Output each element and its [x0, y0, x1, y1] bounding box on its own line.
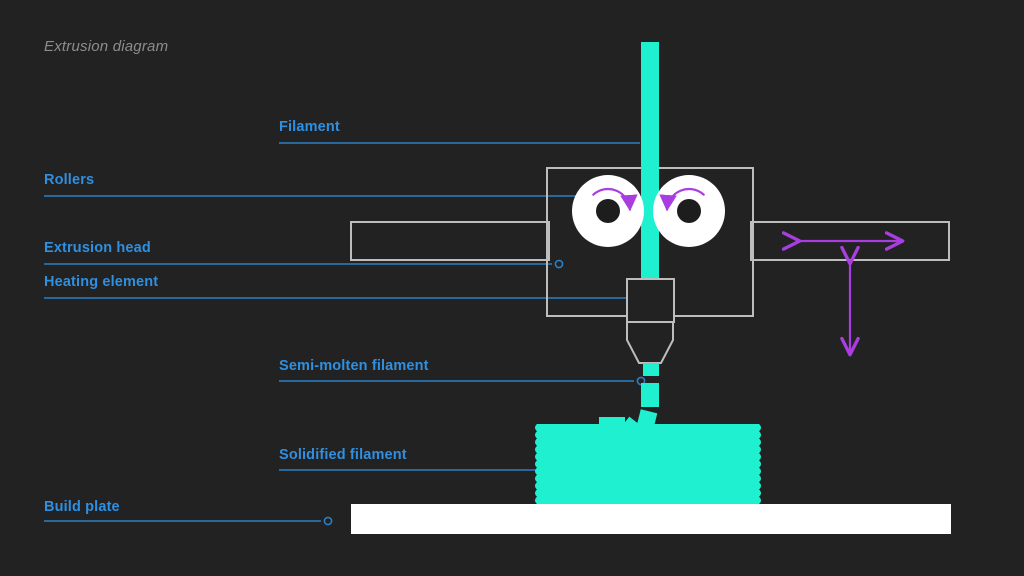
page-title: Extrusion diagram — [44, 38, 169, 55]
label-build-plate: Build plate — [44, 499, 120, 515]
printer-assembly — [350, 42, 950, 364]
build-plate — [351, 504, 951, 534]
gantry-rail-left — [350, 221, 550, 261]
solidified-filament-block — [535, 417, 761, 504]
motion-arrows-group — [798, 241, 901, 353]
semi-molten-droplet — [643, 363, 659, 376]
label-solidified-filament: Solidified filament — [279, 447, 407, 463]
label-filament: Filament — [279, 119, 340, 135]
solid-block-body — [535, 424, 761, 504]
roller-right — [653, 175, 725, 247]
filament-strand — [641, 42, 659, 302]
roller-left — [572, 175, 644, 247]
nozzle — [626, 322, 674, 364]
label-heating-element: Heating element — [44, 274, 159, 290]
leader-lines-group — [44, 138, 659, 526]
heating-element-box — [626, 278, 675, 323]
label-extrusion-head: Extrusion head — [44, 240, 151, 256]
leader-endpoint-build-plate — [323, 516, 333, 526]
semi-molten-droplet — [641, 383, 659, 407]
solid-block-step — [599, 417, 625, 425]
label-rollers: Rollers — [44, 172, 95, 188]
roller-left-rotation-arrow — [592, 187, 638, 212]
leader-endpoint-extrusion-head — [554, 259, 564, 269]
roller-right-rotation-arrow — [659, 187, 705, 212]
label-semi-molten-filament: Semi-molten filament — [279, 358, 429, 374]
